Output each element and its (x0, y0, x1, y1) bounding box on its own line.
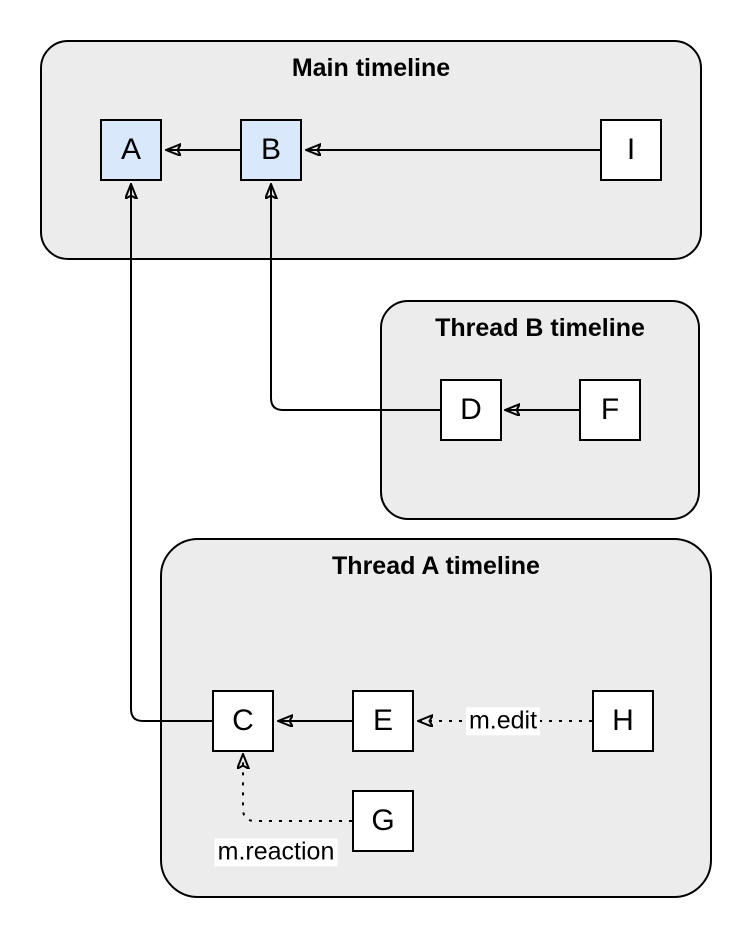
event-node-i: I (600, 119, 662, 181)
event-node-e: E (352, 690, 414, 752)
thread-b-timeline-title: Thread B timeline (435, 314, 645, 342)
event-node-b: B (240, 119, 302, 181)
event-node-h: H (592, 690, 654, 752)
edge-label-m-edit: m.edit (465, 707, 541, 735)
edge-label-m-reaction: m.reaction (214, 838, 338, 866)
event-node-d: D (440, 379, 502, 441)
event-node-c: C (212, 690, 274, 752)
thread-b-timeline-box: Thread B timeline (380, 300, 700, 520)
thread-a-timeline-title: Thread A timeline (332, 552, 540, 580)
event-node-f: F (579, 379, 641, 441)
event-node-a: A (100, 119, 162, 181)
event-node-g: G (352, 790, 414, 852)
main-timeline-title: Main timeline (291, 54, 451, 82)
